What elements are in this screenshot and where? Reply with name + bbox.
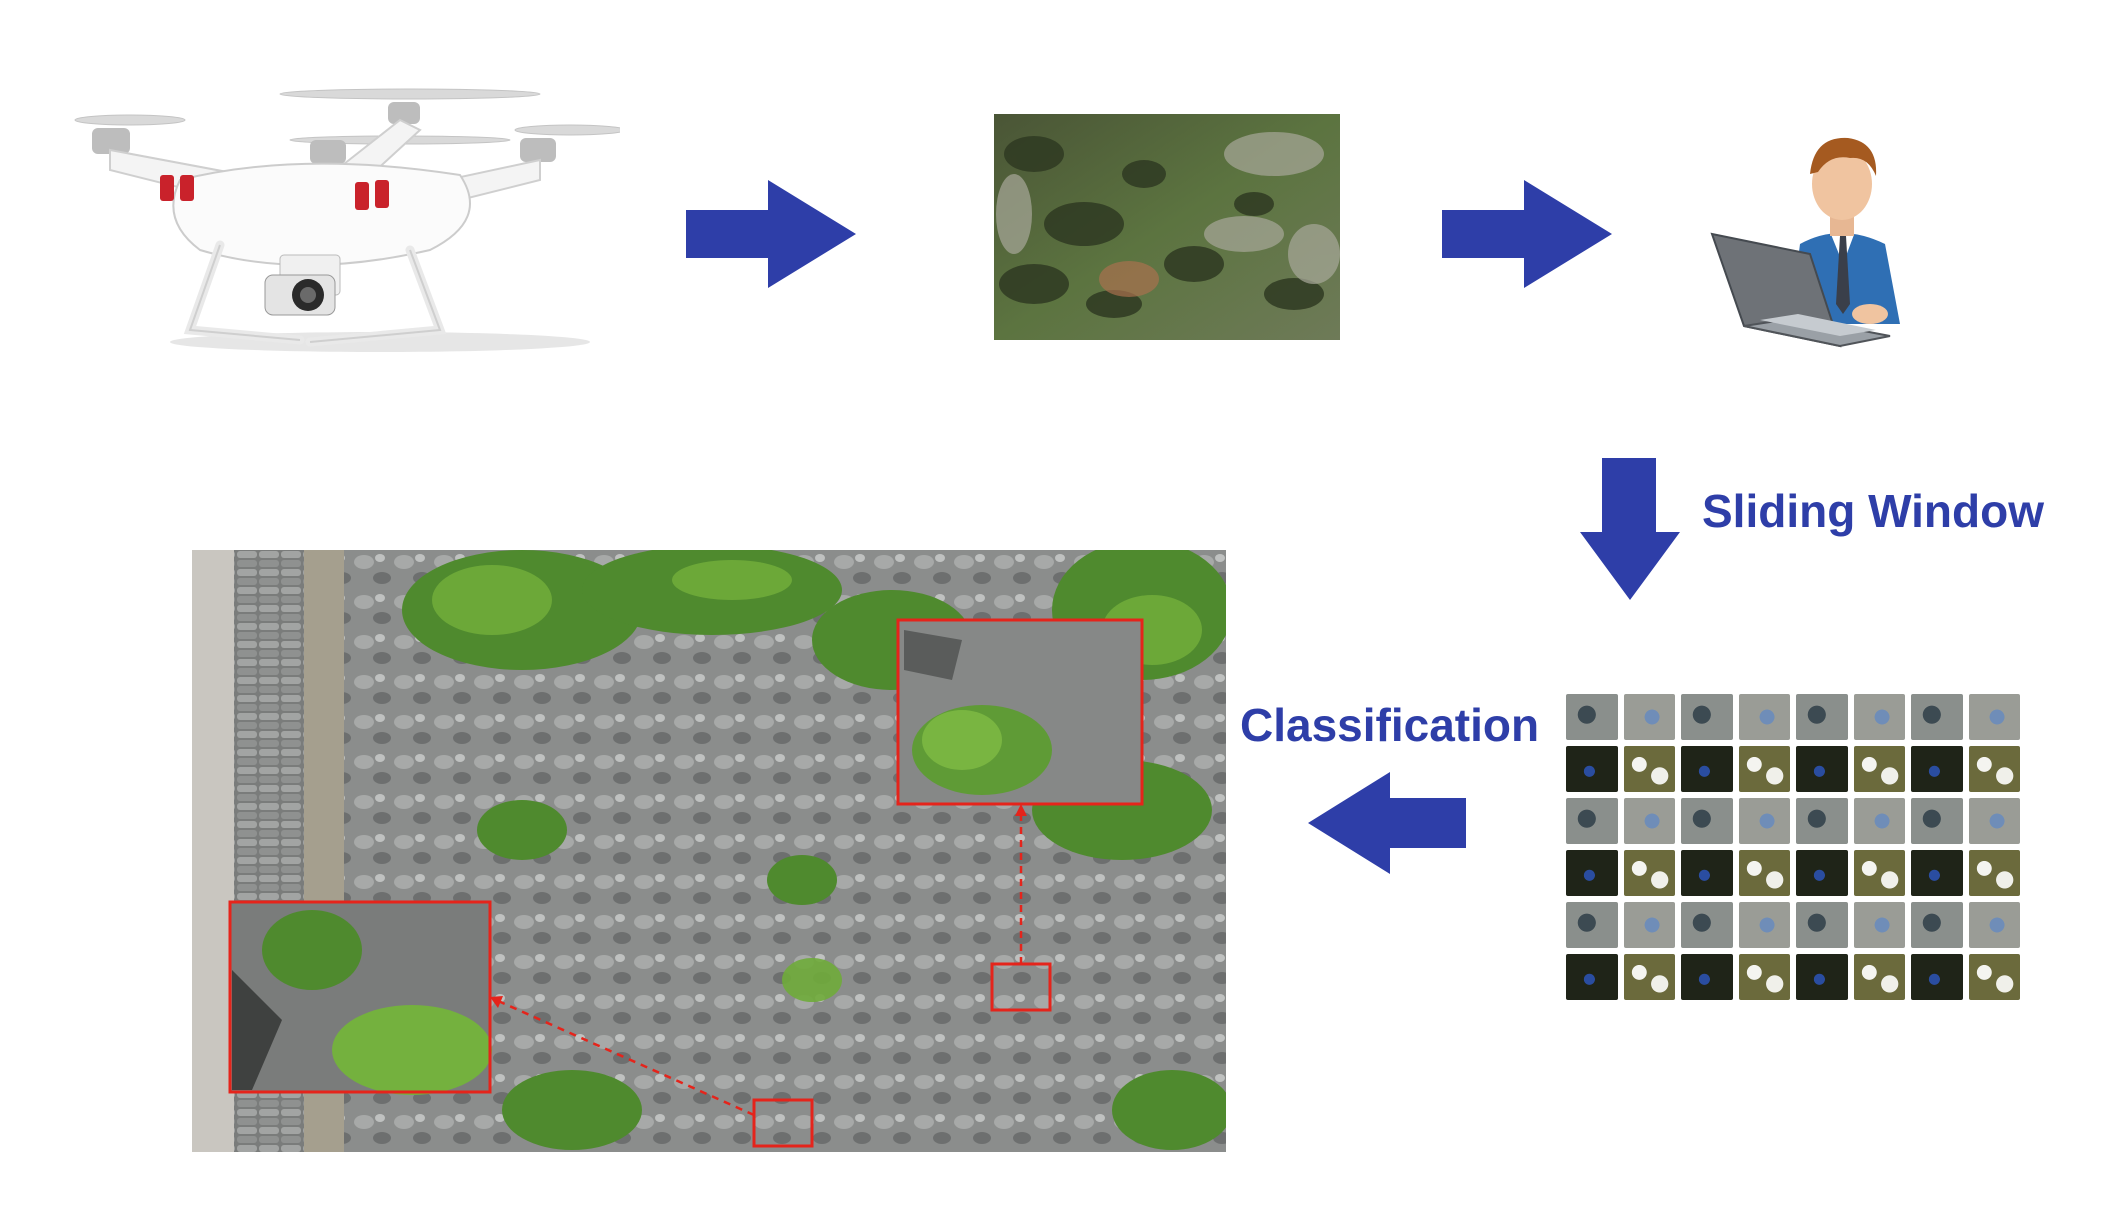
image-patch (1566, 902, 1618, 948)
image-patch (1911, 746, 1963, 792)
sliding-window-label: Sliding Window (1702, 484, 2044, 538)
zoom-inset-upper (898, 620, 1142, 804)
image-patch (1969, 746, 2021, 792)
image-patch (1969, 850, 2021, 896)
image-patch (1796, 902, 1848, 948)
image-patch (1796, 798, 1848, 844)
image-patch (1566, 746, 1618, 792)
image-patch (1739, 694, 1791, 740)
image-patch (1566, 798, 1618, 844)
image-patch (1911, 850, 1963, 896)
zoom-inset-lower (230, 902, 492, 1095)
image-patch (1681, 694, 1733, 740)
image-patch (1739, 746, 1791, 792)
arrow-right-icon (1442, 180, 1612, 288)
image-patch (1739, 850, 1791, 896)
image-patch (1854, 850, 1906, 896)
image-patch (1911, 954, 1963, 1000)
arrow-right-icon (686, 180, 856, 288)
image-patch (1624, 954, 1676, 1000)
image-patch (1854, 746, 1906, 792)
image-patch (1624, 850, 1676, 896)
image-patch (1969, 954, 2021, 1000)
image-patch (1681, 954, 1733, 1000)
image-patch (1624, 902, 1676, 948)
image-patch (1854, 694, 1906, 740)
image-patch (1681, 850, 1733, 896)
image-patch (1739, 954, 1791, 1000)
image-patch (1624, 746, 1676, 792)
aerial-image (994, 114, 1340, 340)
image-patch (1681, 798, 1733, 844)
image-patch (1969, 694, 2021, 740)
image-patch (1796, 850, 1848, 896)
image-patch (1796, 954, 1848, 1000)
image-patch (1566, 850, 1618, 896)
image-patch (1796, 694, 1848, 740)
image-patch (1969, 902, 2021, 948)
image-patch (1854, 954, 1906, 1000)
image-patch-grid (1566, 694, 2020, 1000)
image-patch (1911, 798, 1963, 844)
drone-icon (70, 80, 620, 360)
person-with-laptop-icon (1700, 114, 1950, 364)
image-patch (1911, 902, 1963, 948)
image-patch (1911, 694, 1963, 740)
image-patch (1854, 798, 1906, 844)
annotated-aerial-image (192, 550, 1226, 1152)
image-patch (1566, 694, 1618, 740)
image-patch (1681, 746, 1733, 792)
arrow-down-icon (1580, 458, 1680, 600)
image-patch (1854, 902, 1906, 948)
image-patch (1566, 954, 1618, 1000)
image-patch (1739, 798, 1791, 844)
classification-label: Classification (1240, 698, 1539, 752)
image-patch (1624, 694, 1676, 740)
image-patch (1624, 798, 1676, 844)
arrow-left-icon (1308, 772, 1466, 874)
image-patch (1739, 902, 1791, 948)
image-patch (1969, 798, 2021, 844)
image-patch (1681, 902, 1733, 948)
image-patch (1796, 746, 1848, 792)
